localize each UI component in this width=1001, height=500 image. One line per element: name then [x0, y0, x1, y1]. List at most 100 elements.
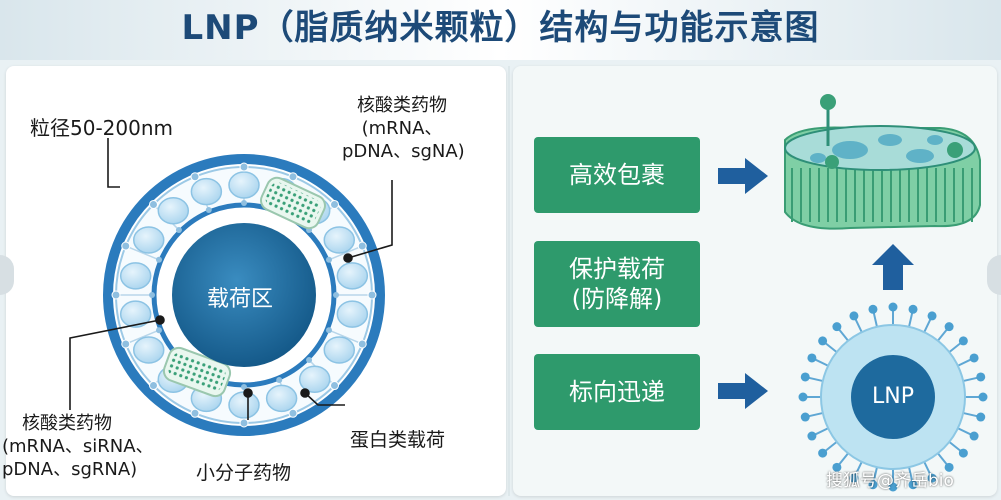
- lnp-surface-spikes: [798, 302, 988, 492]
- lipid-compartment: [336, 262, 369, 290]
- inner-node: [333, 292, 339, 298]
- lnp-spike-tip: [958, 448, 968, 458]
- lnp-spike-tip: [800, 372, 810, 382]
- lnp-spike-tip: [958, 336, 968, 346]
- lipid-compartment: [323, 336, 356, 364]
- function-box-encapsulation: 高效包裹: [534, 137, 700, 213]
- inner-node: [175, 226, 182, 233]
- payload-core: [172, 223, 316, 367]
- left-edge-tab[interactable]: [0, 255, 14, 295]
- lnp-spike: [935, 451, 949, 467]
- lnp-spike: [961, 376, 980, 383]
- inner-node: [241, 384, 247, 390]
- lnp-spike-tip: [868, 480, 878, 490]
- lipid-compartment: [132, 226, 165, 254]
- lnp-particle-core: [851, 355, 935, 439]
- surface-nodes: [111, 162, 377, 428]
- function-arrows: [718, 158, 914, 409]
- lipid-compartment: [119, 300, 152, 328]
- function-box-targeting-label: 标向迅递: [569, 378, 665, 406]
- function-box-protection-sub: (防降解): [571, 285, 663, 313]
- lnp-spike: [955, 357, 973, 368]
- inner-node: [149, 292, 155, 298]
- surface-node: [148, 199, 158, 209]
- lipid-compartment: [298, 365, 331, 394]
- surface-node: [330, 381, 340, 391]
- page-title: LNP（脂质纳米颗粒）结构与功能示意图: [181, 8, 820, 48]
- lattice-spoke: [125, 245, 160, 261]
- lnp-spike: [806, 376, 825, 383]
- lnp-spike: [823, 341, 839, 355]
- lipid-compartment: [132, 336, 165, 364]
- label-small-molecule: 小分子药物: [196, 462, 292, 484]
- surface-node: [190, 172, 200, 182]
- surface-node: [121, 339, 131, 349]
- panel-divider: [508, 66, 510, 496]
- lnp-spike-tip: [849, 311, 859, 321]
- label-nucleic-left-line2: (mRNA、siRNA、: [2, 436, 154, 457]
- lipid-compartment: [228, 391, 260, 419]
- right-edge-tab[interactable]: [987, 255, 1001, 295]
- leader-lines: [69, 138, 393, 420]
- surface-node: [239, 162, 249, 172]
- lipid-compartment: [190, 177, 223, 206]
- lnp-spike-tip: [969, 431, 979, 441]
- surface-node: [190, 408, 200, 418]
- surface-node: [239, 418, 249, 428]
- title-banner: [0, 0, 1001, 60]
- inner-node: [205, 207, 212, 214]
- lnp-spike-tip: [908, 480, 918, 490]
- surface-node: [121, 241, 131, 251]
- lnp-spike-tip: [807, 353, 817, 363]
- lnp-spike-tip: [849, 473, 859, 483]
- lnp-spike: [837, 451, 851, 467]
- lnp-spike-tip: [818, 448, 828, 458]
- lnp-spike-tip: [798, 392, 808, 402]
- lnp-spike-tip: [944, 322, 954, 332]
- lnp-spike: [813, 426, 831, 437]
- label-nucleic-top-title: 核酸类药物: [357, 95, 447, 116]
- inner-node: [325, 327, 332, 334]
- label-nucleic-top: 核酸类药物 (mRNA、 pDNA、sgNA): [342, 94, 465, 163]
- label-nucleic-left-title: 核酸类药物: [22, 413, 112, 434]
- label-particle-size: 粒径50-200nm: [30, 116, 173, 140]
- lnp-spike: [837, 327, 851, 343]
- label-nucleic-left-line3: pDNA、sgRNA): [2, 459, 138, 480]
- lnp-spike: [823, 439, 839, 453]
- lnp-spike-tip: [927, 311, 937, 321]
- lnp-spike-tip: [832, 322, 842, 332]
- lnp-spike: [806, 411, 825, 418]
- label-nucleic-top-line2: (mRNA、: [361, 118, 443, 139]
- lnp-spike-tip: [976, 412, 986, 422]
- lnp-spike-tip: [944, 462, 954, 472]
- arrow-up: [872, 244, 914, 290]
- inner-node: [156, 256, 163, 263]
- arrow-right-bottom: [718, 373, 768, 409]
- lnp-spike: [935, 327, 949, 343]
- lnp-spike-tip: [800, 412, 810, 422]
- lnp-spike-tip: [832, 462, 842, 472]
- surface-node: [111, 290, 121, 300]
- arrow-right-top: [718, 158, 768, 194]
- lnp-spike-tip: [927, 473, 937, 483]
- nucleic-acid-cargo-top: [260, 176, 326, 230]
- surface-node: [357, 241, 367, 251]
- lnp-spike-tip: [888, 302, 898, 312]
- lipid-compartment: [265, 384, 298, 413]
- lipid-compartment: [157, 196, 190, 225]
- label-protein: 蛋白类载荷: [350, 429, 446, 451]
- lnp-spike-tip: [976, 372, 986, 382]
- lnp-spike-tip: [978, 392, 988, 402]
- lipid-compartment: [228, 171, 260, 199]
- inner-node: [325, 256, 332, 263]
- lnp-spike-tip: [807, 431, 817, 441]
- function-box-protection: 保护载荷 (防降解): [534, 241, 700, 327]
- lnp-spike: [955, 426, 973, 437]
- inner-node: [276, 376, 283, 383]
- target-cell-membrane: [784, 94, 981, 230]
- lnp-spike-tip: [868, 304, 878, 314]
- surface-node: [330, 199, 340, 209]
- surface-node: [288, 408, 298, 418]
- watermark: 搜狐号@齐岳bio: [826, 471, 954, 491]
- function-box-protection-label: 保护载荷: [569, 255, 665, 283]
